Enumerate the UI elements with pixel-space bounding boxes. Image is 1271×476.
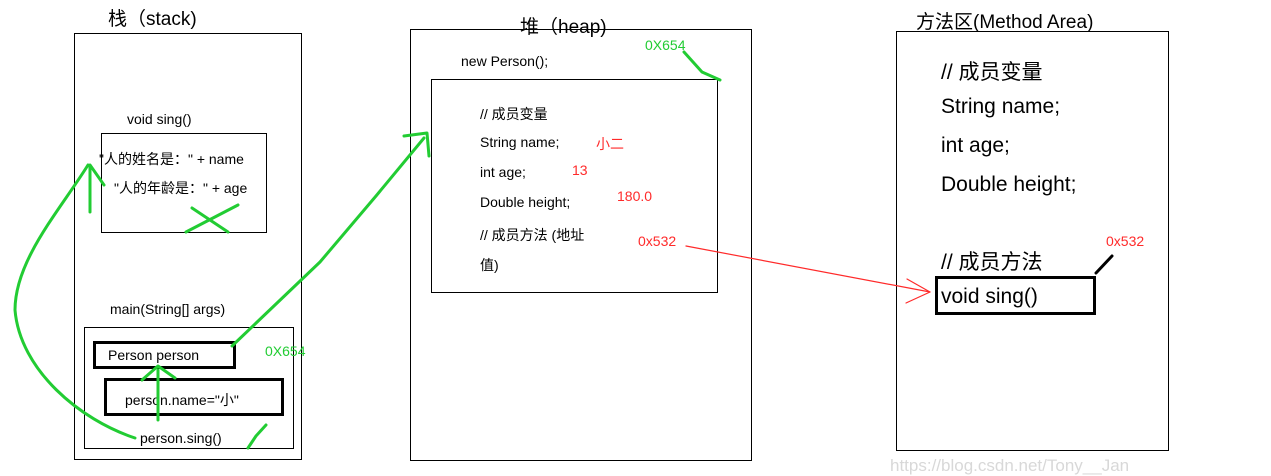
main-frame (84, 327, 294, 449)
assign-statement-box (104, 378, 284, 416)
cross-mark (184, 203, 240, 234)
sing-frame-line-name: "人的姓名是：" + name (99, 151, 244, 167)
method-area-title: 方法区(Method Area) (916, 12, 1094, 33)
method-area-member-vars-comment: // 成员变量 (941, 61, 1043, 84)
stack-region (74, 33, 302, 460)
call-arrow-head (88, 163, 106, 214)
method-area-region (896, 31, 1169, 451)
heap-age-field: int age; (480, 164, 526, 180)
heap-title: 堆（heap) (520, 17, 607, 38)
stack-title: 栈（stack) (108, 9, 197, 30)
method-area-address: 0x532 (1106, 233, 1145, 249)
heap-object-address: 0X654 (645, 37, 686, 53)
method-area-name-field: String name; (941, 95, 1061, 118)
person-address: 0X654 (265, 343, 306, 359)
heap-methods-comment-line1: // 成员方法 (地址 (480, 227, 585, 243)
sing-frame-label: void sing() (127, 111, 192, 127)
method-address-arrow-head (905, 278, 931, 304)
reference-arrow (230, 136, 426, 348)
assign-statement: person.name="小" (125, 392, 239, 408)
heap-name-field: String name; (480, 134, 560, 150)
heap-methods-comment-line2: 值) (480, 257, 499, 273)
method-area-methods-comment: // 成员方法 (941, 251, 1043, 274)
sing-method-box (935, 276, 1096, 315)
reference-arrow-head (402, 131, 431, 158)
person-variable-box (93, 341, 236, 369)
new-person-expression: new Person(); (461, 53, 549, 69)
heap-region (410, 29, 752, 461)
heap-age-value: 13 (572, 162, 588, 178)
call-arrow (13, 163, 137, 440)
method-area-height-field: Double height; (941, 173, 1077, 196)
assign-arrow-head (140, 364, 177, 382)
method-area-age-field: int age; (941, 134, 1010, 157)
heap-check-mark (682, 50, 722, 82)
heap-height-value: 180.0 (617, 188, 653, 204)
person-variable: Person person (108, 347, 200, 363)
method-address-arrow (685, 245, 931, 293)
person-object (431, 79, 718, 293)
sing-method: void sing() (941, 285, 1038, 308)
address-tag-line (1094, 254, 1114, 275)
heap-height-field: Double height; (480, 194, 571, 210)
heap-method-address: 0x532 (638, 233, 677, 249)
heap-member-vars-comment: // 成员变量 (480, 106, 548, 122)
sing-call: person.sing() (140, 430, 222, 446)
call-check-mark (246, 423, 268, 450)
heap-name-value: 小二 (596, 136, 624, 152)
sing-frame-line-age: "人的年龄是：" + age (114, 180, 248, 196)
main-frame-label: main(String[] args) (110, 301, 226, 317)
